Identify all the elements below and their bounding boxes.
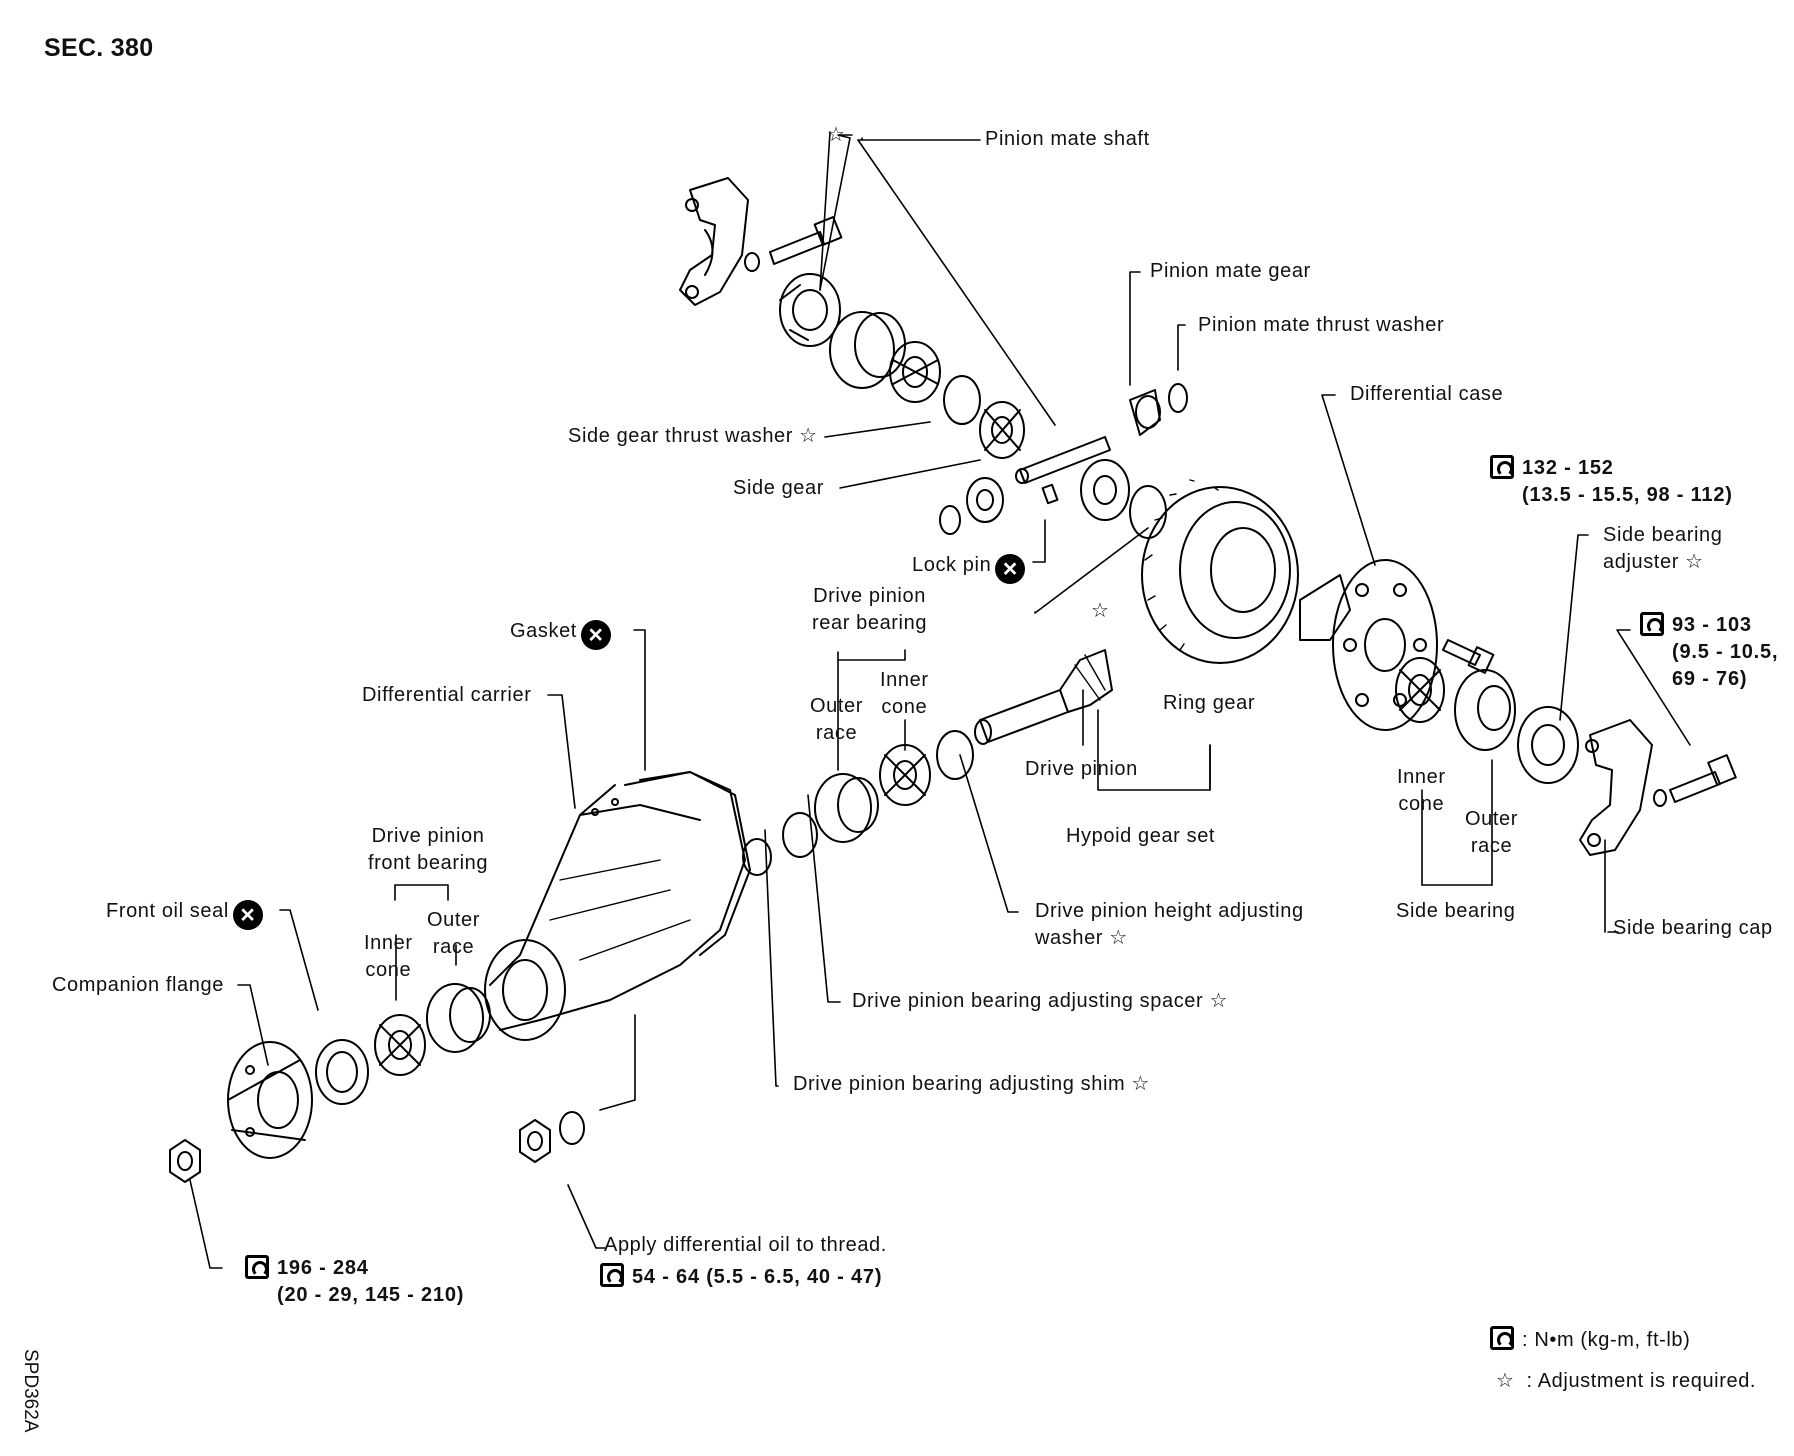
pinion-mate-thrust-washer-part (1168, 383, 1188, 413)
side-gear-part (979, 401, 1025, 459)
side-gear-thrust-washer-part (943, 375, 981, 425)
label-front-oil-seal: Front oil seal× (106, 898, 263, 930)
side-outer-race-upper (829, 311, 906, 389)
torque-flange-nut: 196 - 284 (20 - 29, 145 - 210) (245, 1255, 464, 1309)
replace-icon: × (580, 620, 611, 650)
section-title: SEC. 380 (44, 34, 154, 62)
legend-star: ☆: Adjustment is required. (1496, 1370, 1757, 1392)
pinion-mate-shaft-part (1015, 436, 1111, 505)
torque-side-bolt: 93 - 103 (9.5 - 10.5, 69 - 76) (1640, 612, 1778, 693)
companion-flange-part (227, 1041, 313, 1159)
torque-wrench-icon (1490, 1326, 1514, 1350)
gasket-part (624, 771, 751, 956)
flange-nut-part (169, 1139, 201, 1183)
label-pinion-mate-thrust-washer: Pinion mate thrust washer (1198, 314, 1445, 336)
carrier-nut-part (519, 1119, 551, 1163)
side-outer-race-right (1454, 669, 1516, 751)
bearing-cap-lower (1579, 719, 1653, 856)
label-lock-pin: Lock pin× (912, 552, 1026, 584)
differential-case-part (1299, 559, 1438, 731)
label-differential-case: Differential case (1350, 383, 1504, 405)
bearing-spacer-part (782, 812, 818, 858)
side-inner-cone-right (1395, 657, 1445, 723)
label-drive-pinion-height-adjusting-washer: Drive pinion height adjusting washer ☆ (1035, 900, 1304, 949)
label-rear-inner-cone: Inner cone (880, 669, 929, 718)
torque-cap-bolt: 132 - 152 (13.5 - 15.5, 98 - 112) (1490, 455, 1733, 509)
side-bearing-adjuster-right (1517, 706, 1579, 784)
differential-carrier-part (484, 771, 746, 1041)
label-side-inner-cone: Inner cone (1397, 766, 1446, 815)
bearing-cap-upper (679, 177, 749, 306)
label-side-outer-race: Outer race (1465, 808, 1519, 857)
figure-code: SPD362A (20, 1349, 41, 1433)
side-gear-washer-right (1129, 485, 1167, 539)
pinion-mate-gear-part (1129, 389, 1161, 436)
label-side-bearing-cap: Side bearing cap (1613, 917, 1773, 939)
label-drive-pinion-rear-bearing: Drive pinion rear bearing (812, 585, 928, 634)
bolt-cap (1442, 639, 1495, 674)
label-drive-pinion: Drive pinion (1025, 758, 1138, 780)
torque-wrench-icon (245, 1255, 269, 1279)
label-apply-oil: Apply differential oil to thread. (604, 1234, 887, 1256)
torque-wrench-icon (1490, 455, 1514, 479)
torque-wrench-icon (1640, 612, 1664, 636)
drive-pinion-part (974, 649, 1113, 745)
label-side-gear-thrust-washer: Side gear thrust washer ☆ (568, 425, 818, 447)
pinion-height-washer-part (936, 730, 974, 780)
rear-inner-cone-part (879, 744, 931, 806)
star-icon: ☆ (1496, 1370, 1515, 1392)
label-drive-pinion-bearing-adjusting-spacer: Drive pinion bearing adjusting spacer ☆ (852, 990, 1228, 1012)
rear-outer-race-part (814, 773, 879, 843)
carrier-washer-part (559, 1111, 585, 1145)
side-inner-cone-upper (889, 341, 941, 403)
label-gasket: Gasket× (510, 618, 611, 650)
front-oil-seal-part (315, 1039, 369, 1105)
torque-carrier-nut: 54 - 64 (5.5 - 6.5, 40 - 47) (600, 1263, 882, 1291)
ring-gear-part (1141, 479, 1299, 664)
label-companion-flange: Companion flange (52, 974, 224, 996)
label-side-bearing-adjuster: Side bearing adjuster ☆ (1603, 524, 1723, 573)
label-drive-pinion-front-bearing: Drive pinion front bearing (368, 825, 489, 874)
label-pinion-mate-shaft: Pinion mate shaft (985, 128, 1150, 150)
pinion-mate-gear-left (966, 477, 1004, 523)
label-ring-gear: Ring gear (1163, 692, 1256, 714)
star-marker-ring: ☆ (1091, 600, 1110, 622)
bearing-shim-part (742, 838, 772, 876)
label-front-outer-race: Outer race (427, 909, 481, 958)
front-outer-race-part (426, 983, 491, 1053)
star-marker-top: ☆ (827, 124, 846, 146)
side-bearing-adjuster-upper (779, 273, 841, 347)
label-pinion-mate-gear: Pinion mate gear (1150, 260, 1311, 282)
front-inner-cone-part (374, 1014, 426, 1076)
label-drive-pinion-bearing-adjusting-shim: Drive pinion bearing adjusting shim ☆ (793, 1073, 1150, 1095)
replace-icon: × (232, 900, 263, 930)
torque-wrench-icon (600, 1263, 624, 1287)
legend-torque: : N•m (kg-m, ft-lb) (1490, 1326, 1690, 1354)
side-gear-right (1080, 459, 1130, 521)
label-side-bearing: Side bearing (1396, 900, 1516, 922)
bolt-lower (1653, 754, 1737, 807)
replace-icon: × (995, 554, 1026, 584)
leader-lines (189, 131, 1691, 1269)
label-rear-outer-race: Outer race (810, 695, 864, 744)
label-differential-carrier: Differential carrier (362, 684, 532, 706)
label-front-inner-cone: Inner cone (364, 932, 413, 981)
label-hypoid-gear-set: Hypoid gear set (1066, 825, 1216, 847)
label-side-gear: Side gear (733, 477, 825, 499)
bolt-upper (744, 216, 843, 272)
pinion-mate-washer-left (939, 505, 961, 535)
